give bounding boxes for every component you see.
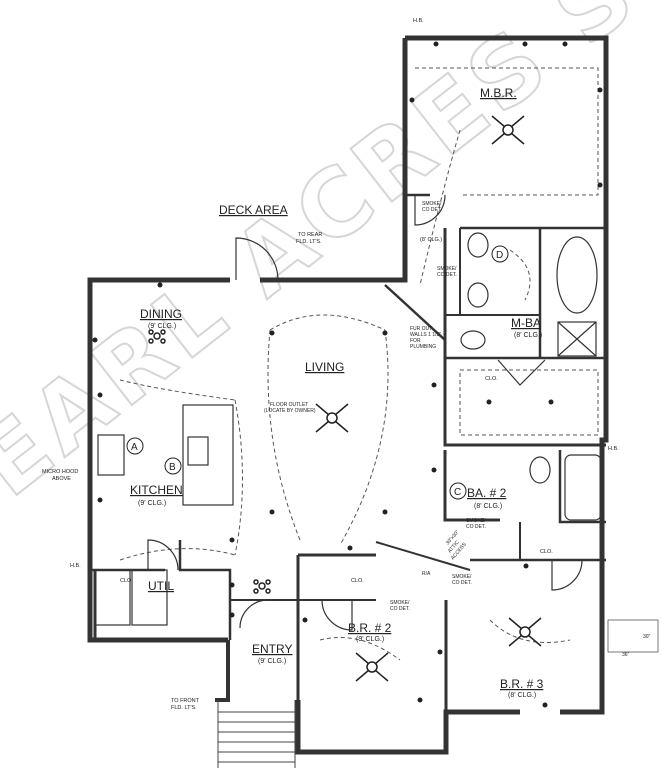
dryer-icon bbox=[131, 569, 168, 626]
dim-30: 30" bbox=[643, 634, 651, 640]
ceiling-mba: (8' CLG.) bbox=[514, 332, 542, 339]
ceiling-hall: (8' CLG.) bbox=[420, 237, 442, 243]
furout-2: WALLS 1 1/2" bbox=[410, 332, 441, 338]
smoke-mba-1: SMOKE/ bbox=[437, 266, 457, 272]
outlets bbox=[92, 41, 603, 708]
toilet-ba2-icon bbox=[529, 456, 551, 484]
toilet-mba-icon bbox=[460, 330, 486, 350]
shower-icon bbox=[557, 321, 597, 357]
island-icon bbox=[182, 404, 234, 506]
smoke-br2-1: SMOKE/ bbox=[390, 600, 410, 606]
circuit-d: D bbox=[496, 250, 503, 261]
sink-mba-2-icon bbox=[467, 282, 489, 308]
return-air: R/A bbox=[422, 571, 431, 577]
smoke-br3-1: SMOKE/ bbox=[452, 574, 472, 580]
room-dining: DINING bbox=[140, 307, 182, 321]
ceiling-lines bbox=[119, 67, 599, 661]
smoke-mbr-2: CO DET. bbox=[422, 207, 442, 213]
range-icon bbox=[97, 434, 125, 476]
room-mbr: M.B.R. bbox=[480, 86, 517, 100]
hb-right: H.B. bbox=[608, 446, 619, 452]
closet-br3: CLO. bbox=[540, 549, 553, 555]
micro-hood-2: ABOVE bbox=[52, 476, 71, 482]
ceiling-br3: (8' CLG.) bbox=[508, 692, 536, 699]
smoke-ba2-2: CO DET. bbox=[466, 524, 486, 530]
micro-hood-1: MICRO HOOD bbox=[42, 469, 78, 475]
doors bbox=[147, 194, 583, 631]
ceiling-dining: (9' CLG.) bbox=[148, 323, 176, 330]
front-lights-1: TO FRONT bbox=[171, 698, 200, 704]
room-deck: DECK AREA bbox=[219, 203, 288, 217]
smoke-mbr-1: SMOKE/ bbox=[422, 201, 442, 207]
chandelier-entry-icon bbox=[253, 579, 271, 594]
room-ba2: BA. # 2 bbox=[467, 486, 507, 500]
entry-steps bbox=[217, 700, 296, 768]
washer-icon bbox=[94, 569, 131, 626]
rear-lights-2: FLD. LT'S. bbox=[296, 239, 322, 245]
floor-outlet-1: FLOOR OUTLET bbox=[270, 402, 308, 408]
smoke-ba2-1: SMOKE/ bbox=[466, 518, 486, 524]
room-living: LIVING bbox=[305, 360, 344, 374]
smoke-br2-2: CO DET. bbox=[390, 606, 410, 612]
fan-mbr-icon bbox=[491, 115, 525, 145]
room-br3: B.R. # 3 bbox=[500, 677, 544, 691]
fan-living-icon bbox=[315, 403, 349, 433]
furout-1: FUR OUT bbox=[410, 326, 432, 332]
walls bbox=[87, 35, 609, 755]
watermark: EARL ACRES SVD bbox=[0, 0, 668, 518]
furout-3: FOR bbox=[410, 338, 421, 344]
sink-mba-icon bbox=[467, 232, 489, 258]
circuit-a: A bbox=[131, 442, 138, 453]
bathtub-icon bbox=[556, 236, 598, 314]
closet-util: CLO. bbox=[120, 578, 133, 584]
room-util: UTIL bbox=[148, 579, 174, 593]
hb-left: H.B. bbox=[70, 563, 81, 569]
front-lights-2: FLD. LT'S. bbox=[171, 705, 197, 711]
smoke-br3-2: CO DET. bbox=[452, 580, 472, 586]
closet-mbr: CLO. bbox=[485, 376, 498, 382]
rear-lights-1: TO REAR bbox=[298, 232, 322, 238]
ceiling-kitchen: (9' CLG.) bbox=[138, 500, 166, 507]
ceiling-ba2: (8' CLG.) bbox=[474, 503, 502, 510]
room-kitchen: KITCHEN bbox=[130, 483, 183, 497]
furout-4: PLUMBING bbox=[410, 344, 436, 350]
circuit-markers bbox=[126, 245, 509, 500]
ceiling-fans bbox=[148, 115, 542, 682]
tub-ba2-icon bbox=[564, 454, 602, 521]
chandelier-dining-icon bbox=[148, 329, 166, 344]
hb-top: H.B. bbox=[413, 18, 424, 24]
closet-br2: CLO. bbox=[351, 578, 364, 584]
room-entry: ENTRY bbox=[252, 642, 292, 656]
floor-outlet-2: (LOCATE BY OWNER) bbox=[264, 408, 316, 414]
fan-br3-icon bbox=[508, 617, 542, 647]
deck-door-icon bbox=[235, 237, 279, 281]
room-br2: B.R. # 2 bbox=[348, 621, 392, 635]
fixtures bbox=[94, 232, 602, 626]
kitchen-sink-icon bbox=[187, 436, 209, 466]
circuit-c: C bbox=[454, 487, 461, 498]
ceiling-br2: (9' CLG.) bbox=[356, 636, 384, 643]
ceiling-entry: (9' CLG.) bbox=[258, 658, 286, 665]
dim-36: 36" bbox=[622, 652, 630, 658]
attic-dim bbox=[607, 619, 659, 653]
circuit-b: B bbox=[169, 462, 176, 473]
room-mba: M-BA bbox=[511, 316, 541, 330]
smoke-mba-2: CO DET. bbox=[437, 272, 457, 278]
fan-br2-icon bbox=[355, 652, 389, 682]
